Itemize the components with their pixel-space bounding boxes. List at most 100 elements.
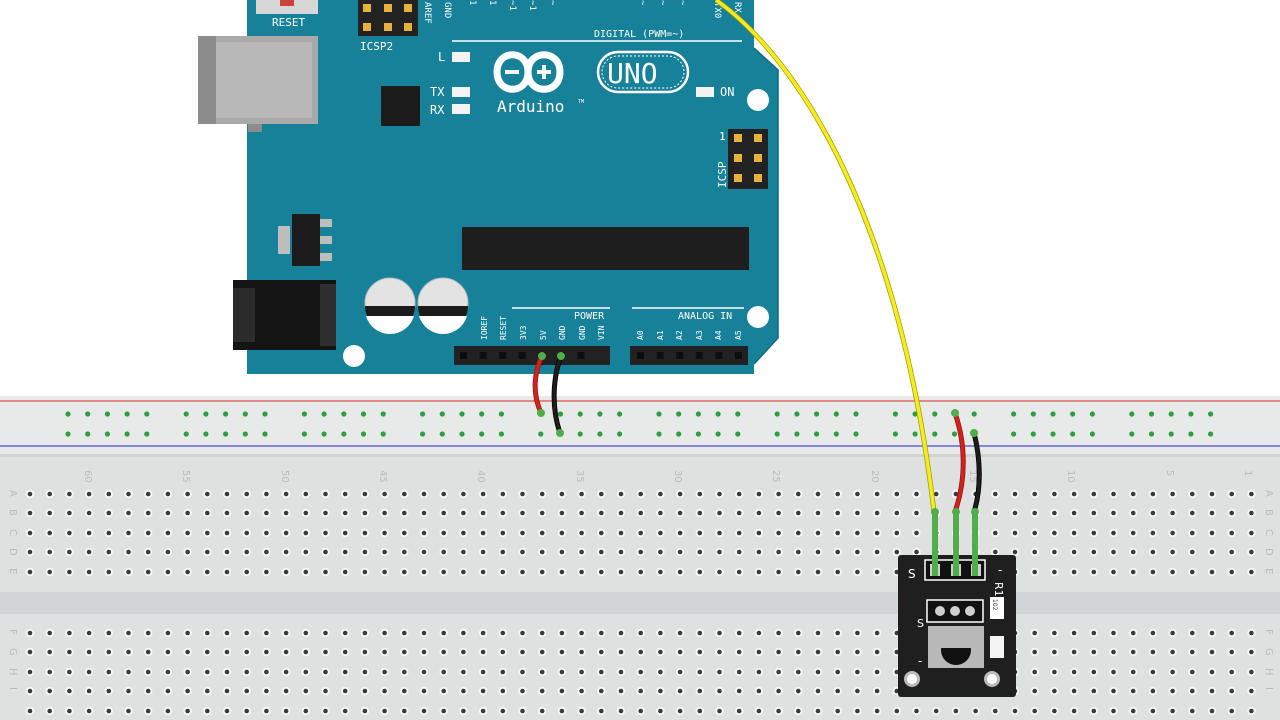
wire-endpoint	[952, 508, 960, 516]
breadboard-hole	[855, 491, 860, 497]
breadboard-hole	[618, 649, 624, 655]
breadboard-hole	[441, 708, 447, 714]
breadboard-hole	[106, 649, 112, 655]
rail-hole	[262, 431, 268, 437]
breadboard-hole	[697, 708, 703, 714]
breadboard-hole	[599, 708, 604, 714]
rail-hole	[1168, 431, 1174, 437]
row-letter: G	[1263, 648, 1274, 656]
breadboard-hole	[697, 549, 703, 555]
breadboard-hole	[1209, 669, 1215, 675]
rail-hole	[203, 411, 209, 417]
breadboard-hole	[539, 569, 545, 575]
breadboard-hole	[894, 649, 900, 655]
breadboard-hole	[1111, 649, 1116, 655]
breadboard-hole	[579, 649, 584, 655]
breadboard-hole	[185, 688, 190, 694]
rail-hole	[144, 411, 150, 417]
rail-hole	[557, 411, 564, 417]
breadboard-hole	[835, 688, 840, 694]
breadboard-hole	[421, 549, 427, 555]
breadboard-hole	[1209, 530, 1215, 536]
breadboard-hole	[1130, 630, 1136, 636]
breadboard-hole	[658, 569, 663, 575]
ground-wire[interactable]	[972, 432, 981, 513]
breadboard-hole	[303, 549, 309, 555]
reset-button[interactable]	[256, 0, 318, 14]
breadboard-hole	[106, 630, 112, 636]
capacitor	[417, 277, 469, 334]
column-number: 20	[869, 470, 880, 483]
breadboard-hole	[1209, 491, 1215, 497]
rail-hole	[853, 431, 859, 437]
breadboard-hole	[362, 669, 368, 675]
breadboard-hole	[47, 688, 52, 694]
breadboard-hole	[677, 669, 683, 675]
breadboard-hole	[362, 510, 368, 516]
breadboard-hole	[796, 549, 801, 555]
breadboard-hole	[618, 708, 624, 714]
breadboard-hole	[461, 630, 466, 636]
breadboard-hole	[1012, 549, 1018, 555]
signal-wire[interactable]	[714, 0, 936, 513]
breadboard-hole	[520, 708, 525, 714]
rail-hole	[223, 431, 229, 437]
breadboard-hole	[323, 491, 328, 497]
breadboard-hole	[638, 510, 643, 516]
column-number: 50	[279, 470, 290, 483]
breadboard-hole	[1130, 549, 1136, 555]
wires	[532, 0, 982, 576]
breadboard-hole	[1111, 669, 1116, 675]
breadboard-hole	[736, 630, 742, 636]
pin-label-gnd: GND	[442, 2, 452, 18]
breadboard-hole	[874, 630, 880, 636]
breadboard-hole	[776, 630, 781, 636]
rail-hole	[833, 431, 839, 437]
column-number: 60	[82, 470, 93, 483]
row-letter: F	[1263, 629, 1274, 635]
breadboard-hole	[1071, 569, 1077, 575]
breadboard-hole	[1249, 510, 1254, 516]
column-number: 1	[1242, 470, 1253, 476]
breadboard-hole	[756, 688, 762, 694]
infinity-logo-icon	[493, 51, 564, 93]
breadboard-hole	[67, 510, 72, 516]
row-letter: E	[1263, 568, 1274, 574]
row-letter: B	[1263, 509, 1274, 516]
header-pin	[695, 352, 703, 359]
breadboard-hole	[776, 549, 781, 555]
rail-hole	[833, 411, 839, 417]
breadboard-hole	[145, 649, 151, 655]
breadboard-hole	[520, 649, 525, 655]
breadboard-hole	[126, 649, 131, 655]
ground-wire[interactable]	[552, 355, 563, 434]
breadboard-hole	[874, 669, 880, 675]
breadboard-hole	[520, 688, 525, 694]
breadboard-hole	[382, 530, 387, 536]
rail-hole	[715, 431, 721, 437]
breadboard-hole	[815, 549, 821, 555]
breadboard-hole	[27, 688, 33, 694]
column-number: 25	[770, 470, 781, 483]
breadboard-hole	[283, 688, 289, 694]
breadboard-hole	[1130, 669, 1136, 675]
rail-hole	[577, 431, 583, 437]
reset-button-cap[interactable]	[280, 0, 294, 6]
breadboard-hole	[933, 491, 939, 497]
rail-hole	[656, 411, 662, 417]
power-5v-wire[interactable]	[533, 355, 544, 414]
breadboard-hole	[697, 510, 703, 516]
power-5v-wire[interactable]	[953, 412, 965, 513]
rail-hole	[183, 431, 189, 437]
breadboard-hole	[342, 510, 348, 516]
breadboard-hole	[402, 669, 407, 675]
breadboard-hole	[165, 688, 171, 694]
breadboard-hole	[736, 708, 742, 714]
pin-label-a2: A2	[675, 330, 684, 340]
pin-label-reset: RESET	[499, 316, 508, 340]
breadboard-hole	[283, 530, 289, 536]
breadboard-hole	[1071, 510, 1077, 516]
breadboard-hole	[539, 510, 545, 516]
breadboard-hole	[835, 630, 840, 636]
breadboard-hole	[815, 669, 821, 675]
